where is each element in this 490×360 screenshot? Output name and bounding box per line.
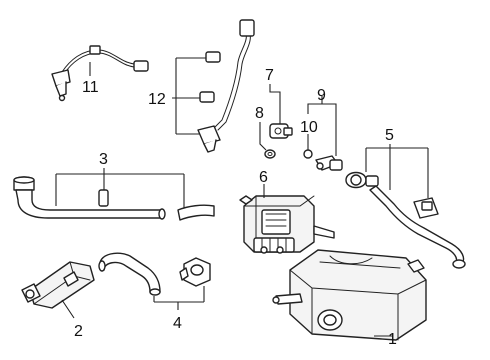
tailpipe-hose-part: [345, 171, 466, 269]
callout-10: 10: [300, 119, 318, 136]
callout-1: 1: [388, 331, 397, 348]
callout-11: 11: [82, 79, 99, 96]
oxygen-sensor-part: [51, 45, 149, 102]
leader-lines: [55, 57, 429, 337]
callout-6: 6: [259, 169, 268, 186]
callout-9: 9: [317, 87, 326, 104]
pressure-sensor-part: [269, 123, 293, 139]
sensor-seal-part: [264, 149, 276, 159]
fuel-vapor-hose-part: [13, 176, 215, 221]
callout-4: 4: [173, 315, 182, 332]
evap-canister-part: [239, 195, 335, 254]
callout-7: 7: [265, 67, 274, 84]
connector-harness-part: [197, 19, 255, 153]
callout-3: 3: [99, 151, 108, 168]
callout-8: 8: [255, 105, 264, 122]
vent-valve-part: [315, 155, 343, 171]
callout-5: 5: [385, 127, 394, 144]
callout-2: 2: [74, 323, 83, 340]
valve-o-ring-part: [303, 149, 313, 159]
callout-12: 12: [148, 91, 166, 108]
purge-hose-part: [98, 252, 211, 296]
muffler-part: [272, 249, 427, 341]
vapor-canister-part: [21, 261, 95, 309]
